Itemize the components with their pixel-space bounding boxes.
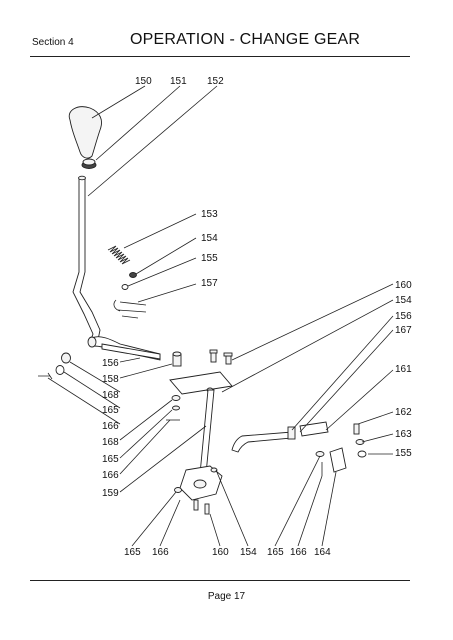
callout-label: 168 [102, 437, 119, 448]
callout-label: 160 [212, 547, 229, 558]
page-title: OPERATION - CHANGE GEAR [130, 31, 361, 48]
callout-label: 156 [395, 311, 412, 322]
horizontal-rod-part [231, 431, 293, 453]
pivot-pin-part [101, 343, 161, 360]
callout-label: 162 [395, 407, 412, 418]
link-plate-part [329, 447, 347, 473]
callout-label: 152 [207, 76, 224, 87]
callout-label: 168 [102, 390, 119, 401]
callout-label: 159 [102, 488, 119, 499]
washer-part [129, 272, 137, 278]
callout-label: 160 [395, 280, 412, 291]
section-label: Section 4 [32, 37, 74, 48]
page-number: Page 17 [207, 591, 246, 602]
callout-label: 161 [395, 364, 412, 375]
callout-label: 155 [201, 253, 218, 264]
callout-label: 156 [102, 358, 119, 369]
callout-label: 167 [395, 325, 412, 336]
leader-lines [47, 85, 394, 547]
callout-label: 153 [201, 209, 218, 220]
callout-label: 166 [290, 547, 307, 558]
gear-lever-rod-part [72, 177, 101, 343]
callout-label: 154 [395, 295, 412, 306]
small-washer-part [121, 284, 129, 290]
selector-shaft-part [199, 389, 215, 475]
callout-label: 166 [102, 421, 119, 432]
callout-label: 154 [240, 547, 257, 558]
callout-label: 154 [201, 233, 218, 244]
spring-part [107, 245, 131, 265]
callout-labels: 150 151 152 153 154 155 157 160 154 156 … [102, 76, 412, 558]
callout-label: 151 [170, 76, 187, 87]
bolt-part [210, 351, 217, 363]
bolt-part-right [353, 423, 360, 435]
callout-label: 158 [102, 374, 119, 385]
callout-label: 165 [102, 405, 119, 416]
spring-clip-part [117, 301, 147, 319]
callout-label: 166 [152, 547, 169, 558]
callout-label: 165 [267, 547, 284, 558]
sleeve-part [287, 426, 296, 440]
upper-bracket-part [169, 371, 233, 395]
screw-part-left [38, 372, 53, 380]
callout-label: 165 [124, 547, 141, 558]
clevis-part [299, 421, 329, 437]
gear-lever-assembly-drawing [38, 106, 367, 515]
header-rule [30, 56, 410, 57]
knob-part [68, 106, 102, 159]
callout-label: 166 [102, 470, 119, 481]
washer-part-168 [61, 352, 71, 364]
callout-label: 165 [102, 454, 119, 465]
callout-label: 163 [395, 429, 412, 440]
footer-rule [30, 580, 410, 581]
callout-label: 157 [201, 278, 218, 289]
callout-label: 155 [395, 448, 412, 459]
callout-label: 164 [314, 547, 331, 558]
callout-label: 150 [135, 76, 152, 87]
